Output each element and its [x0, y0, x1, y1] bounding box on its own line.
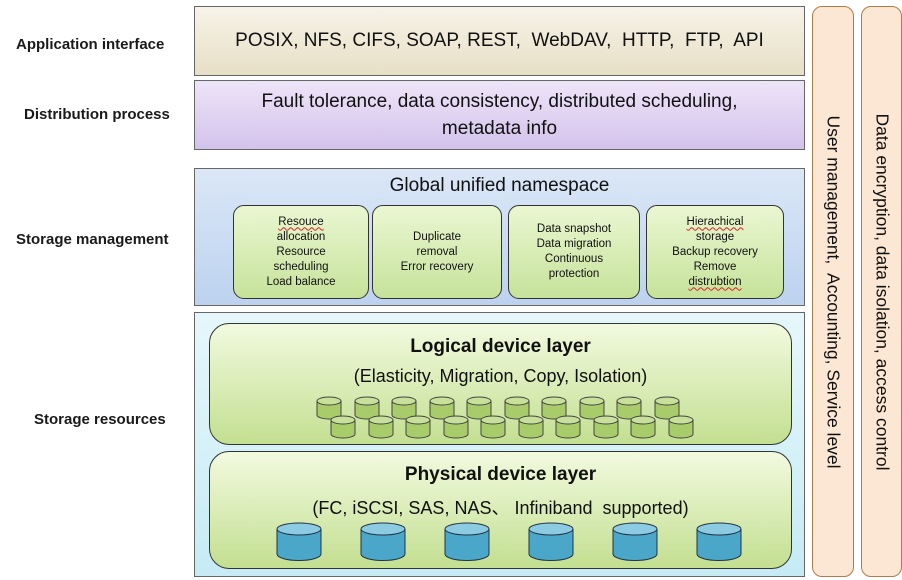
sub-box-resource: Resouce allocation Resource scheduling L…	[233, 205, 369, 299]
blue-disk-icon	[360, 522, 406, 562]
sub-box-snapshot-line: Data snapshot	[536, 223, 612, 235]
green-cylinder-icon	[354, 396, 380, 420]
distribution-line-1: Fault tolerance, data consistency, distr…	[261, 91, 738, 112]
sub-box-resource-line: Load balance	[266, 275, 336, 288]
sub-box-hierarchical-line: distrubtion	[688, 275, 742, 288]
green-cylinder-icon	[518, 415, 544, 439]
green-cylinder-icon	[391, 396, 417, 420]
physical-device-layer: Physical device layer (FC, iSCSI, SAS, N…	[209, 451, 792, 569]
sub-box-duplicate: Duplicate removal Error recovery	[372, 205, 502, 299]
sub-box-duplicate-line: removal	[416, 245, 458, 258]
green-cylinder-icon	[368, 415, 394, 439]
disk-group	[210, 452, 793, 570]
sub-box-resource-line: Resouce	[278, 215, 324, 228]
cylinder-group	[210, 324, 793, 446]
sub-box-hierarchical-line: Hierachical	[686, 215, 744, 228]
blue-disk-icon	[696, 522, 742, 562]
logical-device-layer: Logical device layer (Elasticity, Migrat…	[209, 323, 792, 445]
green-cylinder-icon	[593, 415, 619, 439]
side-bar-management: User management, Accounting, Service lev…	[812, 6, 854, 577]
blue-disk-icon	[276, 522, 322, 562]
side-bar-security-text: Data encryption, data isolation, access …	[872, 113, 892, 470]
blue-disk-icon	[612, 522, 658, 562]
green-cylinder-icon	[316, 396, 342, 420]
sub-box-snapshot-line: Continuous	[544, 253, 604, 265]
green-cylinder-icon	[579, 396, 605, 420]
physical-layer-desc-text: (FC, iSCSI, SAS, NAS、 Infiniband support…	[312, 498, 689, 518]
sub-box-hierarchical-line: Backup recovery	[672, 245, 758, 258]
blue-disk-icon	[444, 522, 490, 562]
distribution-layer: Fault tolerance, data consistency, distr…	[194, 80, 805, 150]
sub-box-snapshot: Data snapshot Data migration Continuous …	[508, 205, 640, 299]
application-layer: POSIX, NFS, CIFS, SOAP, REST, WebDAV, HT…	[194, 6, 805, 76]
sub-box-resource-line: scheduling	[273, 260, 329, 273]
distribution-line-2: metadata info	[441, 118, 558, 139]
physical-layer-desc: (FC, iSCSI, SAS, NAS、 Infiniband support…	[210, 494, 791, 520]
side-bar-security: Data encryption, data isolation, access …	[861, 6, 902, 577]
sub-box-resource-line: allocation	[276, 230, 326, 243]
green-cylinder-icon	[616, 396, 642, 420]
sub-box-resource-line: Resource	[276, 245, 326, 258]
sub-box-hierarchical-line: Remove	[693, 260, 737, 273]
green-cylinder-icon	[405, 415, 431, 439]
green-cylinder-icon	[480, 415, 506, 439]
sub-box-snapshot-line: protection	[548, 268, 600, 280]
row-label-application: Application interface	[16, 36, 165, 53]
row-label-distribution: Distribution process	[24, 106, 170, 123]
sub-box-snapshot-line: Data migration	[536, 238, 612, 250]
green-cylinder-icon	[443, 415, 469, 439]
storage-resources-layer: Logical device layer (Elasticity, Migrat…	[194, 312, 805, 577]
green-cylinder-icon	[555, 415, 581, 439]
sub-box-duplicate-line: Duplicate	[413, 230, 461, 243]
physical-layer-title: Physical device layer	[404, 464, 597, 485]
green-cylinder-icon	[630, 415, 656, 439]
green-cylinder-icon	[330, 415, 356, 439]
application-layer-text: POSIX, NFS, CIFS, SOAP, REST, WebDAV, HT…	[235, 30, 764, 51]
row-label-storage-management: Storage management	[16, 231, 169, 248]
row-label-storage-resources: Storage resources	[34, 411, 166, 428]
blue-disk-icon	[528, 522, 574, 562]
logical-layer-title: Logical device layer	[410, 336, 591, 357]
green-cylinder-icon	[654, 396, 680, 420]
side-bar-management-text: User management, Accounting, Service lev…	[823, 114, 844, 469]
logical-layer-desc: (Elasticity, Migration, Copy, Isolation)	[353, 366, 648, 386]
green-cylinder-icon	[504, 396, 530, 420]
namespace-title: Global unified namespace	[389, 175, 610, 196]
sub-box-hierarchical: Hierachical storage Backup recovery Remo…	[646, 205, 784, 299]
storage-management-layer: Global unified namespace Resouce allocat…	[194, 168, 805, 306]
green-cylinder-icon	[466, 396, 492, 420]
green-cylinder-icon	[541, 396, 567, 420]
green-cylinder-icon	[668, 415, 694, 439]
sub-box-duplicate-line: Error recovery	[400, 260, 474, 273]
sub-box-hierarchical-line: storage	[695, 230, 735, 243]
